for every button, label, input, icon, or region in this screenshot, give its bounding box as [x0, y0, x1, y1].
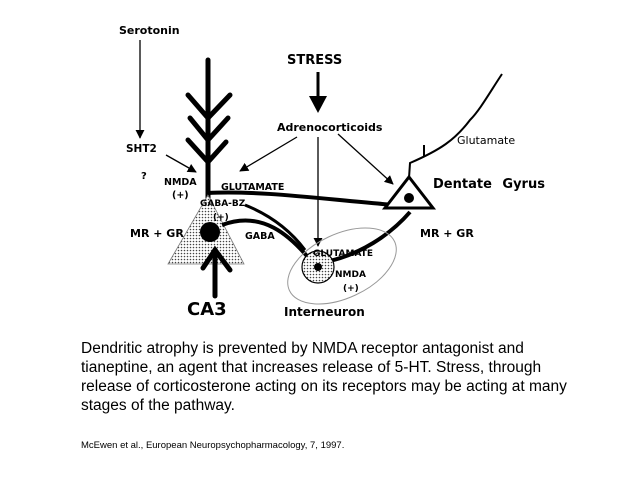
label-mr-gr-right: MR + GR — [420, 227, 474, 240]
ca3-dendritic-tree-icon — [185, 57, 233, 218]
label-plus-left: (+) — [172, 190, 189, 201]
label-interneuron: Interneuron — [284, 305, 365, 319]
label-glutamate-top: Glutamate — [457, 134, 515, 147]
label-plus-inter: (+) — [343, 284, 359, 294]
label-sht2: SHT2 — [126, 143, 157, 155]
caption-text: Dendritic atrophy is prevented by NMDA r… — [81, 340, 567, 414]
interneuron-icon — [287, 227, 397, 305]
dentate-to-interneuron-fiber — [324, 210, 412, 264]
label-nmda-inter: NMDA — [335, 270, 366, 280]
dentate-gyrus-neuron-icon — [381, 174, 437, 210]
adrenocorticoid-arrow-to-ca3 — [239, 136, 298, 172]
label-stress: STRESS — [287, 53, 342, 68]
ca3-input-arrow-icon — [200, 245, 233, 299]
label-mr-gr-left: MR + GR — [130, 227, 184, 240]
label-glutamate-ca3: GLUTAMATE — [221, 182, 284, 193]
label-question: ? — [141, 171, 147, 182]
label-plus-mid: (+) — [213, 213, 229, 223]
label-nmda-left: NMDA — [164, 177, 197, 188]
ca3-to-dentate-fiber — [207, 190, 396, 207]
citation-text: McEwen et al., European Neuropsychopharm… — [81, 440, 345, 451]
label-ca3: CA3 — [187, 299, 227, 320]
label-gaba-bz: GABA-BZ — [200, 199, 246, 209]
stress-arrow — [309, 72, 327, 113]
label-gaba: GABA — [245, 231, 275, 242]
ca3-collateral-fiber — [244, 203, 307, 251]
label-serotonin: Serotonin — [119, 24, 180, 37]
sht2-arrow — [165, 154, 197, 173]
label-glutamate-inter: GLUTAMATE — [313, 249, 373, 259]
label-dentate-gyrus: Dentate Gyrus — [433, 177, 545, 192]
adrenocorticoid-arrow-to-dentate — [337, 133, 394, 185]
label-adrenocorticoids: Adrenocorticoids — [277, 121, 383, 134]
dentate-dendrite — [408, 73, 503, 179]
interneuron-to-ca3-gaba-fiber — [221, 218, 314, 264]
